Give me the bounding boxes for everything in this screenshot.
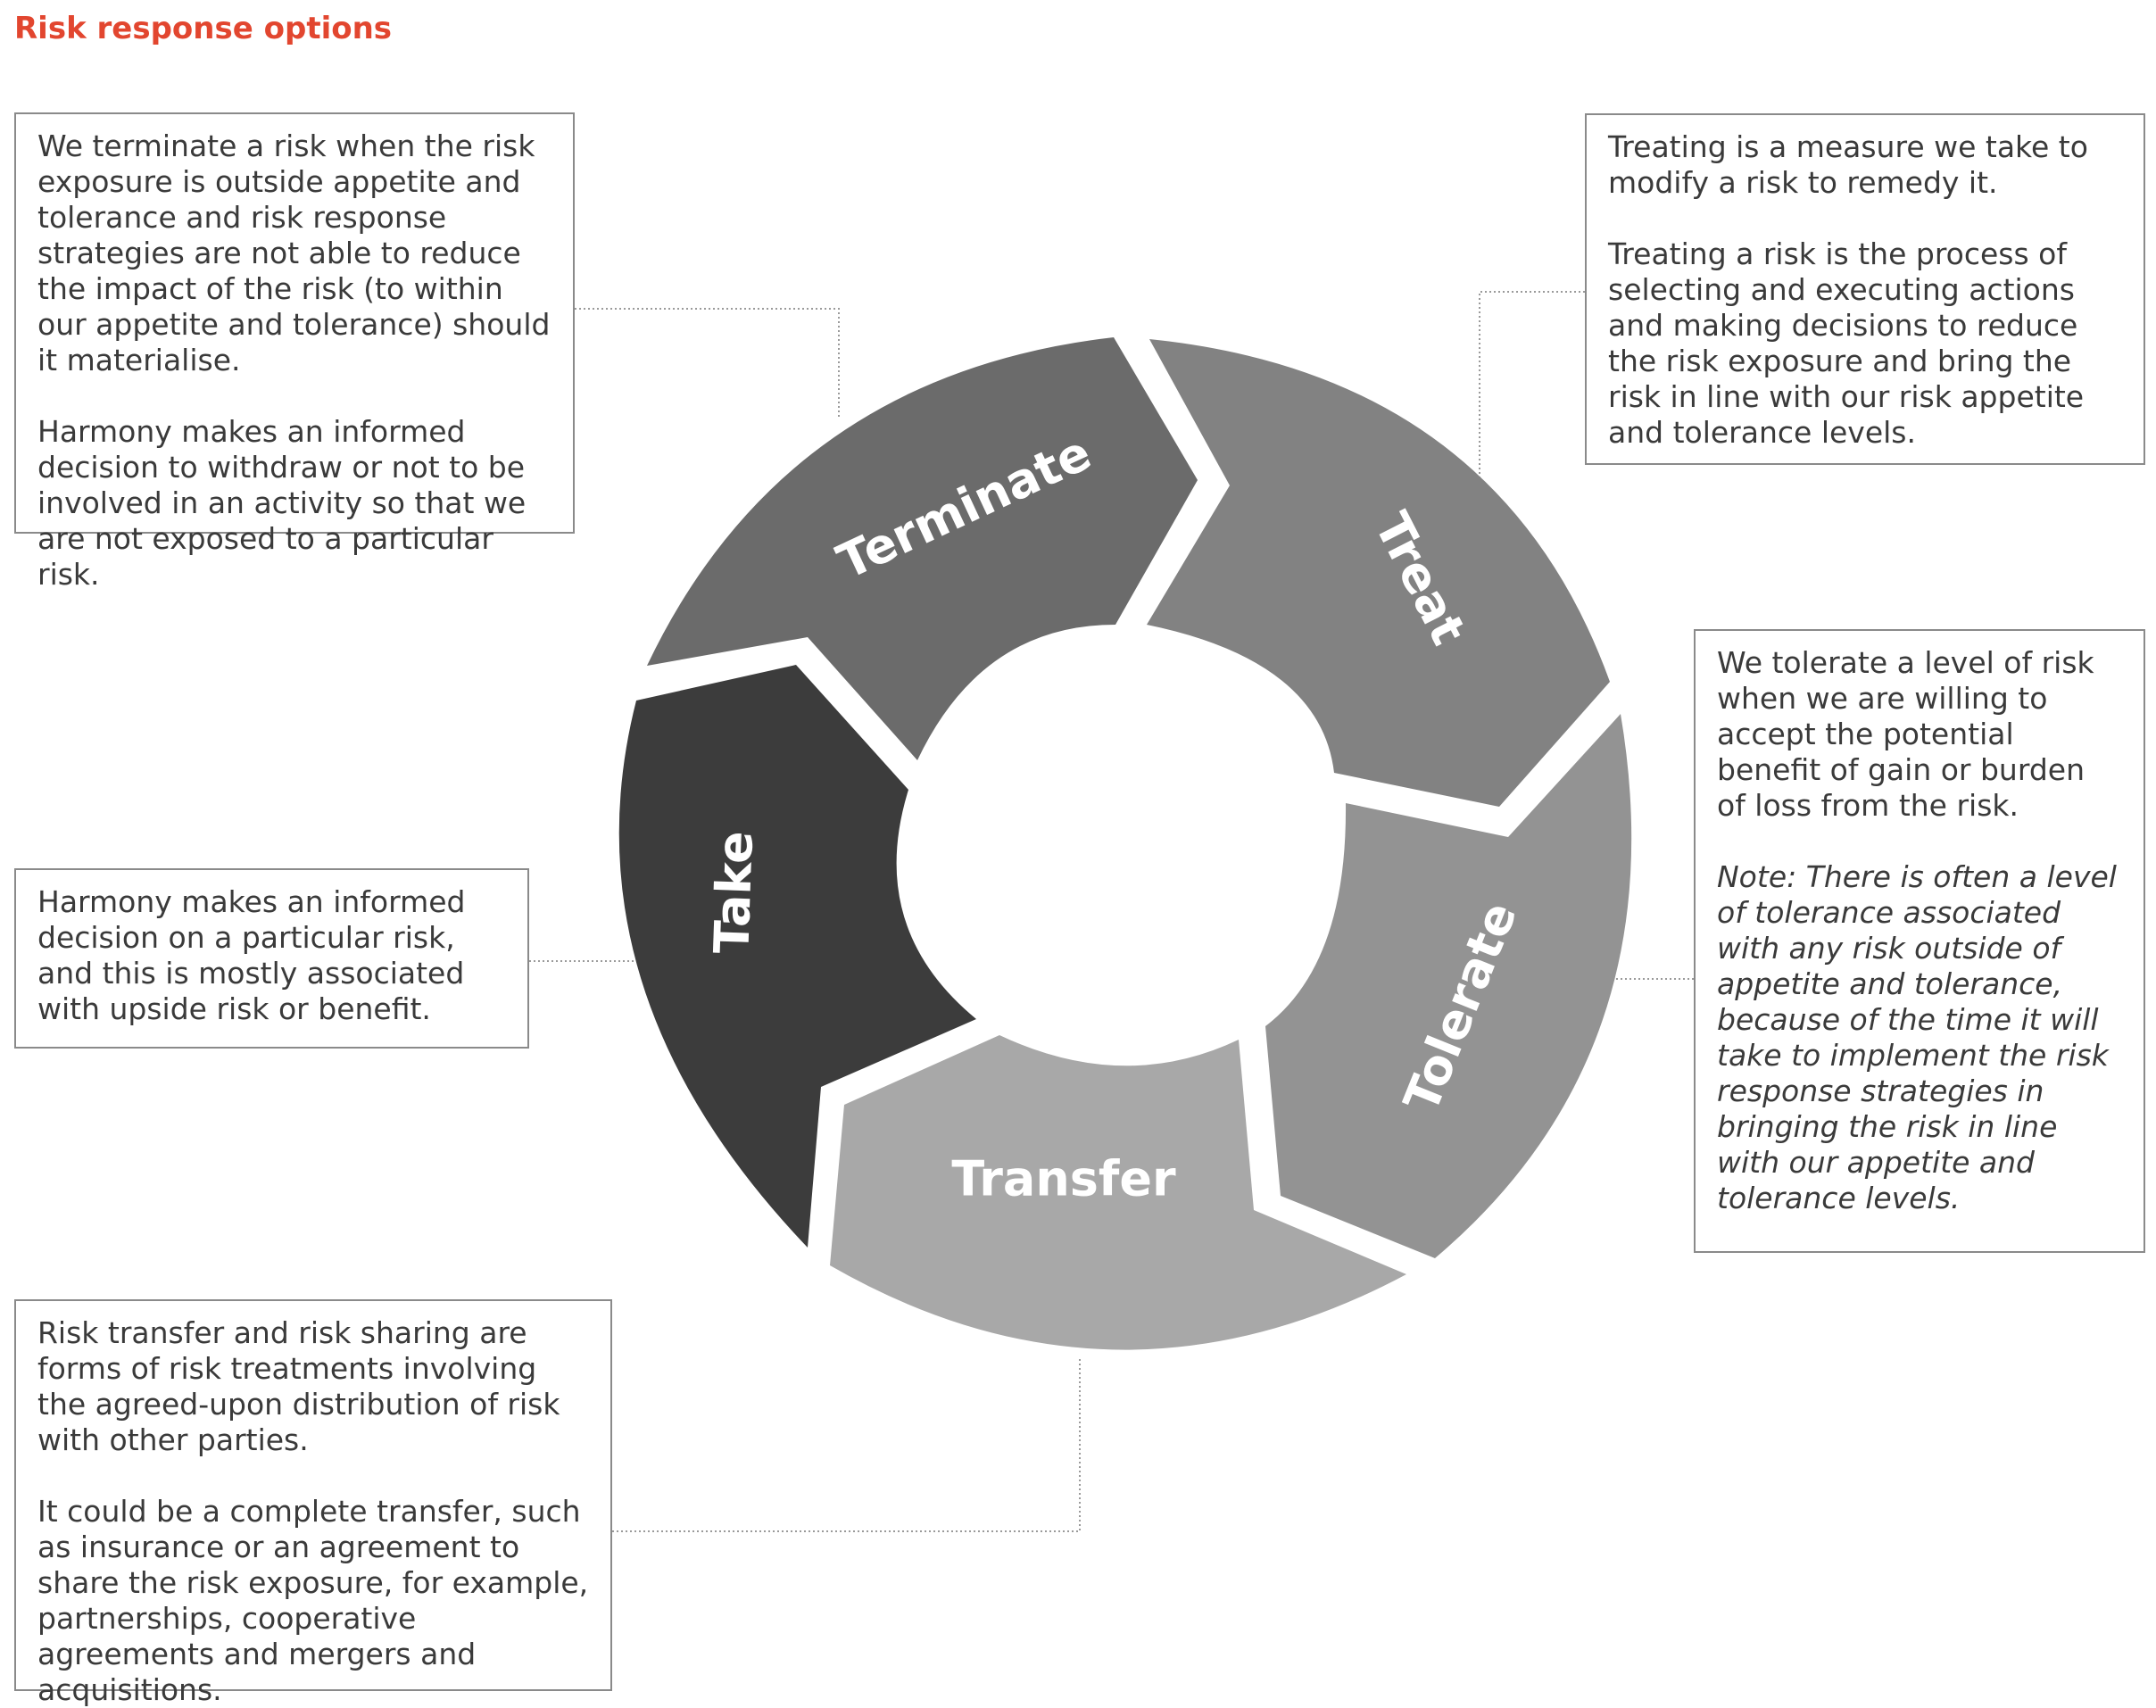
segment-take-label: Take [703,830,764,955]
segment-take-shape [618,665,976,1248]
connector-terminate [575,308,840,419]
segment-tolerate-shape [1265,714,1632,1258]
transfer-description-p1: Risk transfer and risk sharing are forms… [37,1315,560,1457]
diagram-title: Risk response options [14,11,393,46]
terminate-description-p1: We terminate a risk when the risk exposu… [37,129,551,377]
segment-transfer: Transfer [830,1035,1406,1350]
connector-transfer [612,1358,1081,1532]
terminate-description-p2: Harmony makes an informed decision to wi… [37,414,527,592]
segment-transfer-label: Transfer [951,1151,1176,1207]
transfer-description-box: Risk transfer and risk sharing are forms… [14,1299,612,1707]
segment-terminate: Terminate [647,337,1198,760]
take-description-p1: Harmony makes an informed decision on a … [37,884,466,1026]
transfer-description-p2: It could be a complete transfer, such as… [37,1494,589,1707]
segment-tolerate: Tolerate [1265,714,1632,1258]
take-description-box: Harmony makes an informed decision on a … [14,868,529,1049]
terminate-description-box: We terminate a risk when the risk exposu… [14,112,575,592]
treat-description-box: Treating is a measure we take to modify … [1585,113,2145,465]
segment-take: Take [618,665,976,1248]
tolerate-description-p1: We tolerate a level of risk when we are … [1717,645,2094,823]
segment-transfer-shape [830,1035,1406,1350]
treat-description-p2: Treating a risk is the process of select… [1608,236,2085,450]
tolerate-description-box: We tolerate a level of risk when we are … [1694,629,2145,1253]
segment-treat-shape [1147,339,1610,807]
segment-treat: Treat [1147,339,1610,807]
segment-terminate-shape [647,337,1198,760]
connector-lines [529,291,1694,1532]
tolerate-description-note: Note: There is often a level of toleranc… [1717,859,2117,1215]
treat-description-p1: Treating is a measure we take to modify … [1608,129,2088,200]
connector-treat [1479,291,1585,482]
